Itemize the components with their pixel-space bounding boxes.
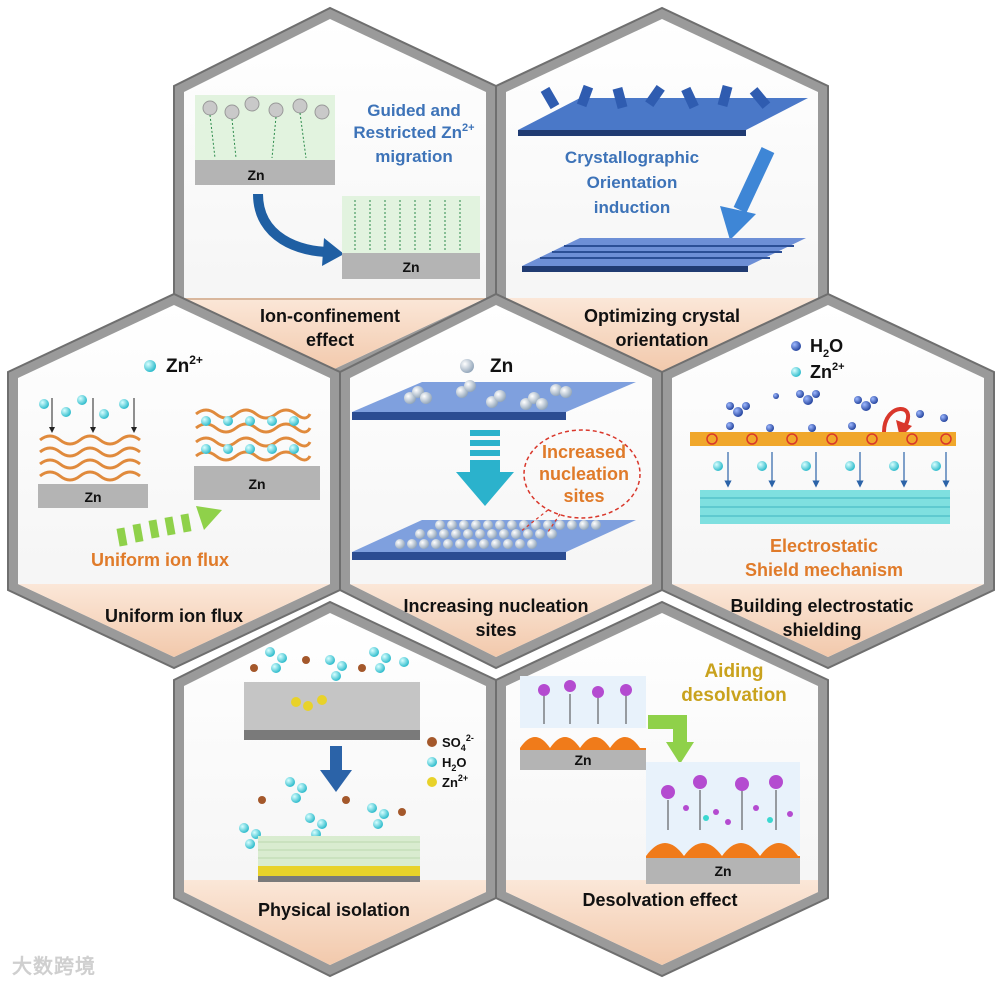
down-arrow-icon	[330, 746, 342, 772]
bent-arrow-icon	[648, 715, 687, 744]
zn-legend-icon	[427, 777, 437, 787]
water-legend-icon	[427, 757, 437, 767]
note-line-3: migration	[375, 147, 452, 166]
zn-atom-legend-icon	[460, 359, 474, 373]
caption-band	[506, 298, 818, 371]
caption-line-1: Building electrostatic	[730, 596, 913, 616]
zinc-substrate	[520, 750, 646, 770]
isolation-layer	[244, 682, 420, 730]
zinc-label-left: Zn	[84, 489, 101, 505]
note-uniform-flux: Uniform ion flux	[91, 550, 229, 570]
panel-physical-isolation: SO42- H2O Zn2+ Physical isolation	[173, 600, 497, 978]
water-legend-icon	[791, 341, 801, 351]
sei-layer	[646, 843, 800, 860]
note-line-2: Orientation	[587, 173, 678, 192]
note-line-3: induction	[594, 198, 670, 217]
bubble-line-2: nucleation	[539, 464, 629, 484]
caption: Uniform ion flux	[105, 606, 243, 626]
watermark: 大数跨境	[12, 954, 96, 978]
charged-layer	[690, 432, 956, 446]
note-line-1: Electrostatic	[770, 536, 878, 556]
caption-line-1: Increasing nucleation	[403, 596, 588, 616]
down-arrow-icon	[456, 430, 514, 506]
panel-uniform-ion-flux: Zn2+ Zn Zn	[7, 292, 341, 670]
note-line-2: Shield mechanism	[745, 560, 903, 580]
legend-sulfate: SO42-	[442, 733, 474, 753]
legend-zn: Zn2+	[442, 773, 468, 790]
zinc-substrate	[38, 484, 148, 508]
zn-legend-icon	[791, 367, 801, 377]
caption-band	[18, 584, 330, 657]
down-arrow-icon	[733, 147, 775, 213]
zinc-substrate	[194, 466, 320, 500]
legend-zn: Zn	[490, 356, 513, 377]
panel-electrostatic-shielding: H2O Zn2+	[661, 292, 995, 670]
caption-line-2: effect	[306, 330, 354, 350]
arrowhead-icon	[322, 238, 344, 266]
highlight-bubble	[523, 429, 641, 519]
zinc-label-top: Zn	[247, 167, 264, 183]
caption-line-1: Optimizing crystal	[584, 306, 740, 326]
caption-band	[184, 298, 486, 371]
caption-band	[184, 880, 486, 965]
zinc-label-bottom: Zn	[402, 259, 419, 275]
panel-nucleation-sites: Zn	[339, 292, 663, 670]
bubble-line-1: Increased	[542, 442, 626, 462]
note-line-2: Restricted Zn2+	[353, 122, 474, 142]
hexagon-inner	[672, 305, 984, 657]
caption-band	[506, 880, 818, 965]
caption-band	[350, 584, 652, 657]
hexagon-inner	[18, 305, 330, 657]
legend-water: H2O	[810, 336, 843, 360]
zinc-label-right: Zn	[248, 476, 265, 492]
legend-zn: Zn2+	[810, 361, 845, 382]
caption-line-1: Ion-confinement	[260, 306, 400, 326]
sei-layer	[520, 737, 646, 752]
protective-film	[258, 836, 420, 866]
curved-arrow-icon	[253, 193, 331, 257]
zinc-substrate	[342, 253, 480, 279]
legend-zn: Zn2+	[166, 353, 203, 377]
note-line-1: Crystallographic	[565, 148, 699, 167]
caption: Desolvation effect	[582, 890, 737, 910]
zinc-substrate	[195, 160, 335, 185]
zn-ion-legend-icon	[144, 360, 156, 372]
zinc-label-top: Zn	[574, 752, 591, 768]
zinc-label-bottom: Zn	[714, 863, 731, 879]
caption-line-2: orientation	[616, 330, 709, 350]
caption-band	[672, 584, 984, 657]
caption-line-2: shielding	[782, 620, 861, 640]
legend-water: H2O	[442, 755, 467, 773]
note-line-1: Guided and	[367, 101, 461, 120]
note-line-1: Aiding	[704, 661, 763, 682]
bubble-line-3: sites	[563, 486, 604, 506]
note-line-2: desolvation	[681, 685, 787, 706]
repel-arrow-icon	[882, 407, 911, 433]
panel-ion-confinement: Zn Zn Guided and Restricted Zn2+ migrati…	[173, 6, 497, 384]
panel-desolvation: Aiding desolvation Zn Zn Des	[495, 600, 829, 978]
crystal-slab-top	[518, 98, 808, 130]
dashed-arrow-icon	[116, 506, 222, 547]
caption: Physical isolation	[258, 900, 410, 920]
caption-line-2: sites	[475, 620, 516, 640]
zinc-substrate	[646, 858, 800, 884]
sulfate-legend-icon	[427, 737, 437, 747]
